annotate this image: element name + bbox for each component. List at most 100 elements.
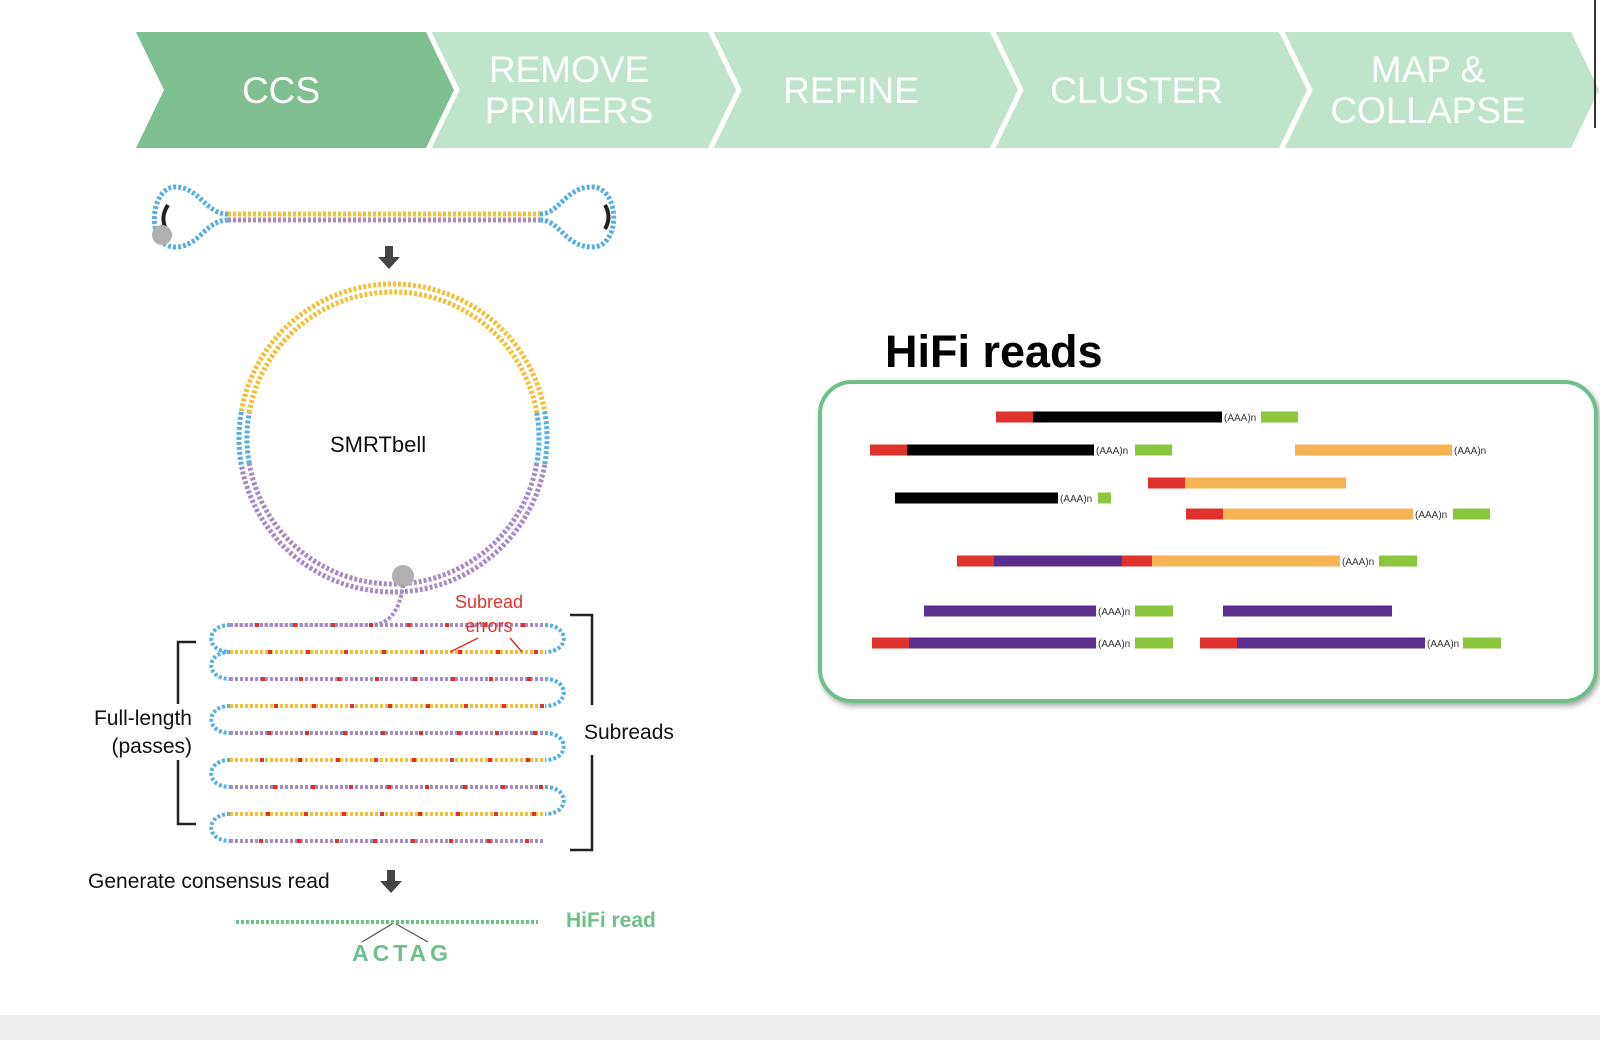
- subread-adapter-turn: [209, 812, 231, 843]
- primer-3prime-segment: [1098, 492, 1111, 504]
- circle-adapter-right: [542, 410, 550, 466]
- subread-error-mark: [539, 785, 543, 789]
- subread-error-mark: [335, 839, 339, 843]
- subread-adapter-turn: [544, 677, 566, 708]
- subread-error-mark: [449, 839, 453, 843]
- down-arrow-head: [378, 257, 400, 269]
- hifi-read: [1148, 477, 1346, 489]
- circle-insert-bottom: [246, 462, 540, 587]
- error-pointer: [449, 637, 479, 653]
- polya-label: (AAA)n: [1098, 607, 1130, 618]
- polya-label: (AAA)n: [1224, 413, 1256, 424]
- subread-error-mark: [382, 650, 386, 654]
- subread-error-mark: [344, 650, 348, 654]
- step-remove-primers[interactable]: REMOVE PRIMERS: [430, 32, 708, 148]
- full-length-bracket-bottom: [176, 760, 196, 826]
- subread-error-mark: [534, 650, 538, 654]
- pipeline-chevron: [994, 32, 1307, 148]
- hifi-read-label: HiFi read: [566, 909, 656, 932]
- subread-error-mark: [532, 812, 536, 816]
- subread-error-mark: [304, 812, 308, 816]
- subread-adapter-turn: [544, 623, 566, 654]
- subread-error-mark: [274, 704, 278, 708]
- subread-error-mark: [411, 839, 415, 843]
- transcript-segment: [1237, 637, 1425, 649]
- primer-5prime-segment: [957, 555, 994, 567]
- ccs-illustration: [151, 184, 617, 943]
- transcript-segment: [895, 492, 1058, 504]
- transcript-segment: [1223, 605, 1392, 617]
- footer-bar: [0, 1015, 1600, 1040]
- smrtbell-label: SMRTbell: [330, 432, 427, 457]
- hifi-read: (AAA)n: [996, 411, 1298, 424]
- step-refine-label: REFINE: [783, 69, 919, 111]
- hifi-read: (AAA)n: [870, 444, 1172, 457]
- subread-adapter-turn: [209, 623, 231, 654]
- polya-label: (AAA)n: [1415, 510, 1447, 521]
- subread-error-mark: [311, 785, 315, 789]
- hifi-read: (AAA)n: [1186, 508, 1490, 521]
- subread-error-mark: [521, 623, 525, 627]
- circle-insert-top: [238, 281, 548, 412]
- subread-error-mark: [488, 758, 492, 762]
- polymerase-icon: [152, 225, 172, 245]
- primer-3prime-segment: [1379, 555, 1417, 567]
- transcript-segment: [1185, 477, 1346, 489]
- subread-error-mark: [387, 785, 391, 789]
- pipeline-chevrons: [136, 31, 1599, 149]
- subread-error-mark: [540, 704, 544, 708]
- subread-error-mark: [306, 650, 310, 654]
- transcript-segment: [1033, 411, 1222, 423]
- subread-error-mark: [350, 704, 354, 708]
- subread-error-mark: [495, 731, 499, 735]
- subread-adapter-turn: [544, 731, 566, 762]
- hifi-read: (AAA)n: [895, 492, 1111, 505]
- primer-5prime-segment: [870, 444, 907, 456]
- subread-error-mark: [527, 677, 531, 681]
- step-ccs[interactable]: CCS: [136, 32, 426, 148]
- polya-label: (AAA)n: [1098, 639, 1130, 650]
- subread-error-mark: [298, 758, 302, 762]
- subread-error-mark: [336, 758, 340, 762]
- subread-error-mark: [463, 785, 467, 789]
- subread-error-mark: [501, 785, 505, 789]
- hifi-read: (AAA)n: [1200, 637, 1501, 650]
- subread-error-mark: [380, 812, 384, 816]
- subread-error-mark: [420, 650, 424, 654]
- subread-error-mark: [266, 812, 270, 816]
- hifi-reads-panel: (AAA)n (AAA)n (AAA)n (AAA)n (AAA)n (AAA)n (AAA…: [818, 380, 1598, 703]
- subread-error-mark: [487, 839, 491, 843]
- subread-error-mark: [445, 623, 449, 627]
- subread-adapter-turn: [209, 650, 231, 681]
- consensus-sequence-label: ACTAG: [352, 940, 453, 966]
- step-refine[interactable]: REFINE: [712, 32, 990, 148]
- circle-adapter-right: [534, 412, 542, 464]
- pipeline-chevron: [430, 32, 736, 148]
- window-edge-marker: [1594, 0, 1596, 128]
- subread-adapter-turn: [209, 758, 231, 789]
- primer-5prime-segment: [872, 637, 909, 649]
- step-cluster-label: CLUSTER: [1050, 69, 1223, 111]
- step-cluster[interactable]: CLUSTER: [994, 32, 1279, 148]
- step-map-collapse-label: MAP & COLLAPSE: [1330, 49, 1526, 131]
- subread-error-mark: [496, 650, 500, 654]
- ccs-diagram: SMRTbell Subread errors Full-length (pas…: [0, 160, 800, 1000]
- subread-error-mark: [374, 758, 378, 762]
- circle-insert-top: [246, 289, 540, 414]
- step-map-collapse[interactable]: MAP & COLLAPSE: [1283, 32, 1573, 148]
- transcript-segment: [924, 605, 1096, 617]
- subread-error-mark: [255, 623, 259, 627]
- circle-adapter-left: [236, 410, 244, 466]
- subread-error-mark: [494, 812, 498, 816]
- subread-error-mark: [418, 812, 422, 816]
- hifi-read: (AAA)n: [924, 605, 1173, 618]
- primer-5prime-segment: [996, 411, 1033, 423]
- subread-errors-label: Subread errors: [455, 592, 524, 636]
- subread-error-mark: [457, 731, 461, 735]
- primer-3prime-segment: [1135, 444, 1172, 456]
- subread-error-mark: [450, 758, 454, 762]
- polya-label: (AAA)n: [1342, 557, 1374, 568]
- step-ccs-label: CCS: [241, 69, 321, 111]
- full-length-bracket-top: [176, 640, 196, 704]
- down-arrow-head: [380, 881, 402, 893]
